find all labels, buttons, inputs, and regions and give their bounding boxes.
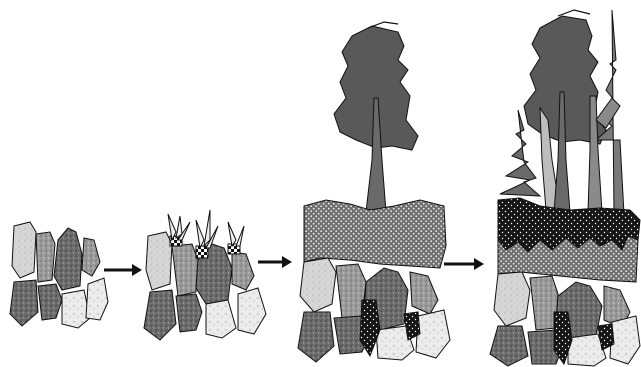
rock <box>146 232 172 290</box>
rock <box>232 252 254 290</box>
rock <box>206 300 236 338</box>
rock <box>62 290 90 328</box>
rock <box>172 244 198 296</box>
rock <box>416 310 450 358</box>
rock <box>144 290 176 340</box>
rock <box>490 326 528 366</box>
arrow-2 <box>258 256 292 268</box>
rock <box>38 284 62 320</box>
stage-1-bare-rocks <box>10 222 108 328</box>
rock <box>176 294 202 332</box>
rock <box>410 272 438 314</box>
stage-4-forest <box>490 10 640 366</box>
rock <box>494 272 530 326</box>
rock <box>238 288 266 334</box>
rock <box>82 238 100 276</box>
rock <box>300 258 336 312</box>
arrow-3 <box>444 258 484 270</box>
rock <box>610 316 640 364</box>
tree-trunk <box>588 96 602 212</box>
leaf-branch <box>596 98 620 128</box>
arrow-1 <box>104 264 142 276</box>
rock <box>10 280 38 326</box>
rock <box>298 312 334 362</box>
rock <box>12 222 36 278</box>
soil-layer <box>304 200 446 268</box>
stage-2-pioneer <box>144 210 266 340</box>
tree-top-twig <box>558 10 590 16</box>
stage-3-soil-tree <box>298 22 450 362</box>
rock <box>54 228 82 290</box>
rock <box>36 232 55 282</box>
rock <box>86 278 108 320</box>
